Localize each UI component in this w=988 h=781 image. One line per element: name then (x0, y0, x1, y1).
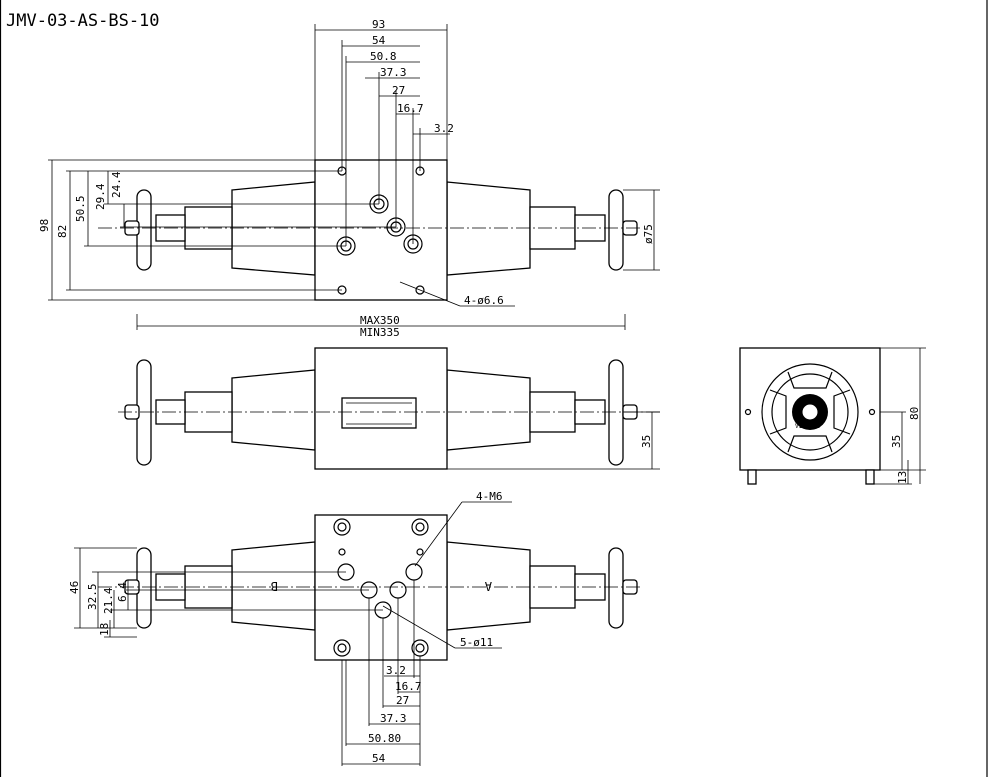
handwheel-spoke (787, 435, 833, 453)
top-left-cone (231, 181, 316, 276)
bottom-block (314, 514, 448, 661)
front-right-cone (446, 369, 531, 451)
mount-hole (415, 285, 425, 295)
port-a-label: A (484, 579, 492, 593)
thread-hole-inner (415, 522, 425, 532)
handwheel-inner (771, 373, 849, 451)
hole-callout-top: 4-ø6.6 (464, 294, 504, 307)
port-b-label: B (271, 579, 278, 593)
handwheel-spoke (833, 389, 851, 435)
dim-35-front: 35 (640, 435, 653, 448)
thread-hole (333, 518, 351, 536)
dim-37-3: 37.3 (380, 66, 407, 79)
handwheel-spoke (787, 371, 833, 389)
side-foot (747, 469, 757, 485)
dim-50-8: 50.8 (370, 50, 397, 63)
dim-18: 18 (98, 623, 111, 636)
pin-hole (416, 548, 424, 556)
top-right-handwheel (608, 189, 624, 271)
dim-diameter-75: ø75 (642, 224, 655, 244)
dim-35-side: 35 (890, 435, 903, 448)
thread-hole (333, 639, 351, 657)
side-mark (868, 408, 876, 416)
dim-54-bottom: 54 (372, 752, 386, 765)
dim-max-350: MAX350 (360, 314, 400, 327)
top-view: 98 82 50.5 29.4 24.4 93 54 50.8 37.3 27 … (38, 18, 660, 307)
dim-16-7: 16.7 (397, 102, 424, 115)
leader-line (382, 605, 456, 649)
dim-37-3-bottom: 37.3 (380, 712, 407, 725)
dim-93: 93 (372, 18, 385, 31)
top-block (314, 159, 448, 301)
dim-6-4: 6.4 (116, 582, 129, 602)
thread-hole-inner (337, 643, 347, 653)
dim-50-5: 50.5 (74, 196, 87, 223)
dim-24-4: 24.4 (110, 171, 123, 198)
dim-27-bottom: 27 (396, 694, 409, 707)
bottom-view: B A 46 32.5 21.4 6.4 18 4-M6 5-ø11 (68, 490, 640, 766)
dim-46: 46 (68, 581, 81, 594)
dim-80: 80 (908, 407, 921, 420)
dim-min-335: MIN335 (360, 326, 400, 339)
side-foot (865, 469, 875, 485)
thread-hole-inner (337, 522, 347, 532)
leader-line (399, 281, 461, 307)
knob-brand-text: VICKERS (795, 423, 821, 430)
dim-50-80-bottom: 50.80 (368, 732, 401, 745)
front-right-handwheel (608, 359, 624, 466)
bottom-right-handwheel (608, 547, 624, 629)
dim-13: 13 (896, 471, 909, 484)
side-view: VICKERS 80 35 13 (739, 347, 926, 485)
dim-3-2: 3.2 (434, 122, 454, 135)
top-right-cone (446, 181, 531, 276)
pin-hole (338, 548, 346, 556)
dim-3-2-bottom: 3.2 (386, 664, 406, 677)
thread-hole (411, 518, 429, 536)
front-view: MAX350 MIN335 35 (118, 314, 660, 470)
front-left-cone (231, 369, 316, 451)
thread-hole-inner (415, 643, 425, 653)
knob-center (801, 403, 819, 421)
handwheel-spoke (769, 389, 787, 435)
dim-98: 98 (38, 219, 51, 232)
side-mark (744, 408, 752, 416)
drawing-title: JMV-03-AS-BS-10 (6, 11, 160, 31)
dim-32-5: 32.5 (86, 584, 99, 611)
hole-callout-bottom: 5-ø11 (460, 636, 493, 649)
dim-27: 27 (392, 84, 405, 97)
front-slot (341, 397, 417, 429)
dim-21-4: 21.4 (102, 587, 115, 614)
thread-callout: 4-M6 (476, 490, 503, 503)
dim-82: 82 (56, 225, 69, 238)
handwheel-outer (761, 363, 859, 461)
dim-29-4: 29.4 (94, 183, 107, 210)
dim-54: 54 (372, 34, 386, 47)
dim-16-7-bottom: 16.7 (395, 680, 422, 693)
leader-line (414, 501, 463, 567)
